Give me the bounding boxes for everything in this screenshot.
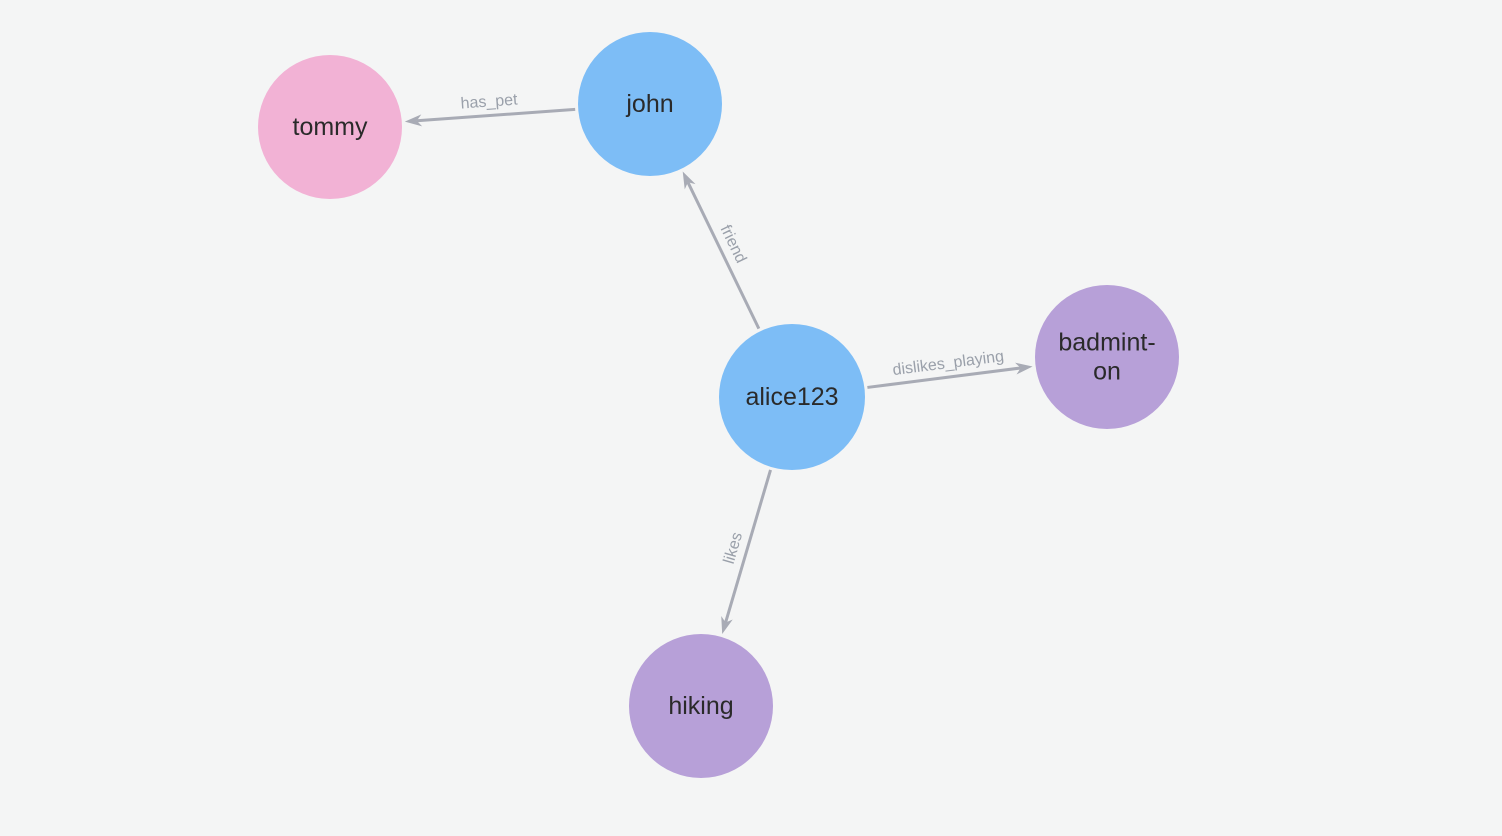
node-circle[interactable] [578,32,722,176]
node-tommy[interactable]: tommy [258,55,402,199]
edge-line[interactable] [724,469,772,623]
arrowhead-icon [1014,362,1033,375]
edge-alice123-john[interactable]: friend [682,171,761,330]
edge-label: has_pet [460,91,519,112]
edge-john-tommy[interactable]: has_pet [404,91,576,127]
node-alice123[interactable]: alice123 [719,324,865,470]
edge-label: dislikes_playing [892,348,1005,379]
node-badminton[interactable]: badmint-on [1035,285,1179,429]
edge-line[interactable] [686,181,761,330]
node-circle[interactable] [719,324,865,470]
arrowhead-icon [404,114,423,127]
arrowhead-icon [682,171,696,190]
edge-line[interactable] [867,366,1021,389]
node-circle[interactable] [629,634,773,778]
node-circle[interactable] [1035,285,1179,429]
edge-line[interactable] [416,107,576,123]
arrowhead-icon [721,616,733,635]
edge-alice123-badminton[interactable]: dislikes_playing [867,348,1033,389]
edge-label: friend [717,222,750,265]
edge-alice123-hiking[interactable]: likes [721,469,772,635]
node-hiking[interactable]: hiking [629,634,773,778]
node-circle[interactable] [258,55,402,199]
node-john[interactable]: john [578,32,722,176]
